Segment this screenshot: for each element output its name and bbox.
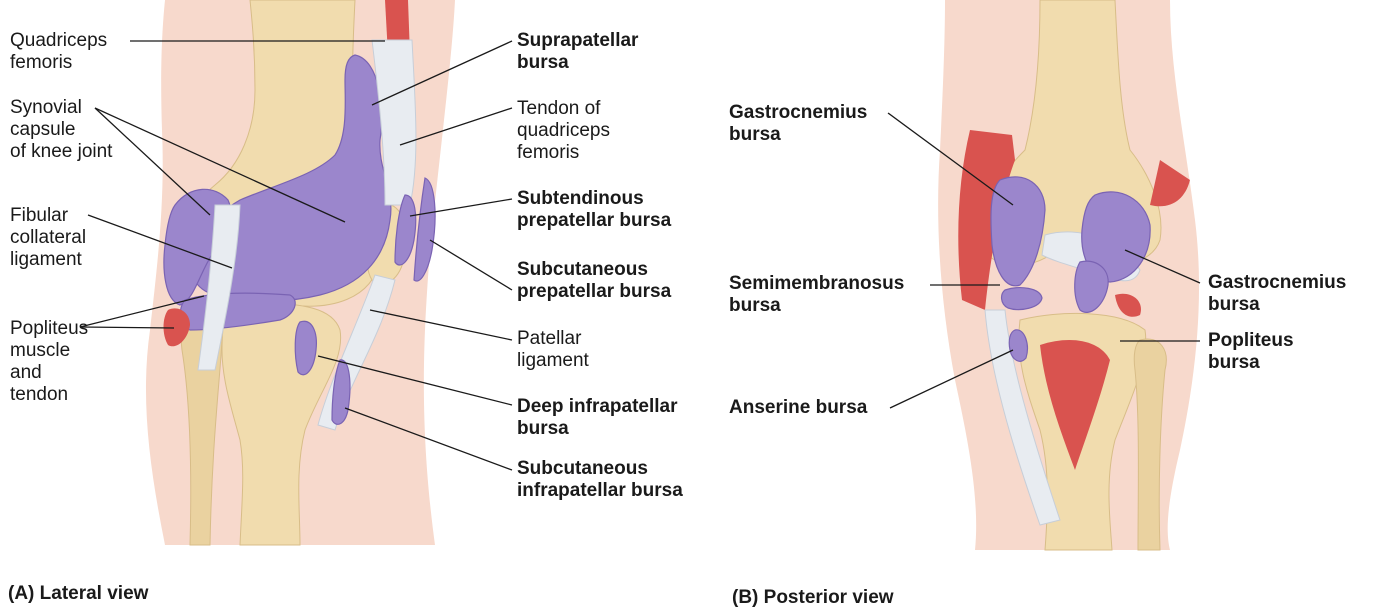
label-quadriceps-femoris: Quadriceps femoris <box>10 30 107 74</box>
label-subcutaneous-infrapatellar-bursa: Subcutaneous infrapatellar bursa <box>517 458 683 502</box>
label-subcutaneous-prepatellar-bursa: Subcutaneous prepatellar bursa <box>517 259 671 303</box>
label-popliteus-muscle-tendon: Popliteus muscle and tendon <box>10 318 88 406</box>
label-gastrocnemius-bursa-medial: Gastrocnemius bursa <box>729 102 867 146</box>
caption-posterior-view: (B) Posterior view <box>732 587 894 609</box>
anserine-bursa-shape <box>1009 330 1027 361</box>
label-subtendinous-prepatellar-bursa: Subtendinous prepatellar bursa <box>517 188 671 232</box>
label-suprapatellar-bursa: Suprapatellar bursa <box>517 30 638 74</box>
label-semimembranosus-bursa: Semimembranosus bursa <box>729 273 904 317</box>
label-fibular-collateral-ligament: Fibular collateral ligament <box>10 205 86 271</box>
label-patellar-ligament: Patellar ligament <box>517 328 589 372</box>
label-tendon-quadriceps: Tendon of quadriceps femoris <box>517 98 610 164</box>
label-anserine-bursa: Anserine bursa <box>729 397 867 419</box>
label-synovial-capsule: Synovial capsule of knee joint <box>10 97 112 163</box>
caption-lateral-view: (A) Lateral view <box>8 583 148 605</box>
label-gastrocnemius-bursa-lateral: Gastrocnemius bursa <box>1208 272 1346 316</box>
label-deep-infrapatellar-bursa: Deep infrapatellar bursa <box>517 396 678 440</box>
lateral-view-illustration <box>146 0 455 545</box>
posterior-view-illustration <box>938 0 1199 550</box>
label-popliteus-bursa: Popliteus bursa <box>1208 330 1294 374</box>
